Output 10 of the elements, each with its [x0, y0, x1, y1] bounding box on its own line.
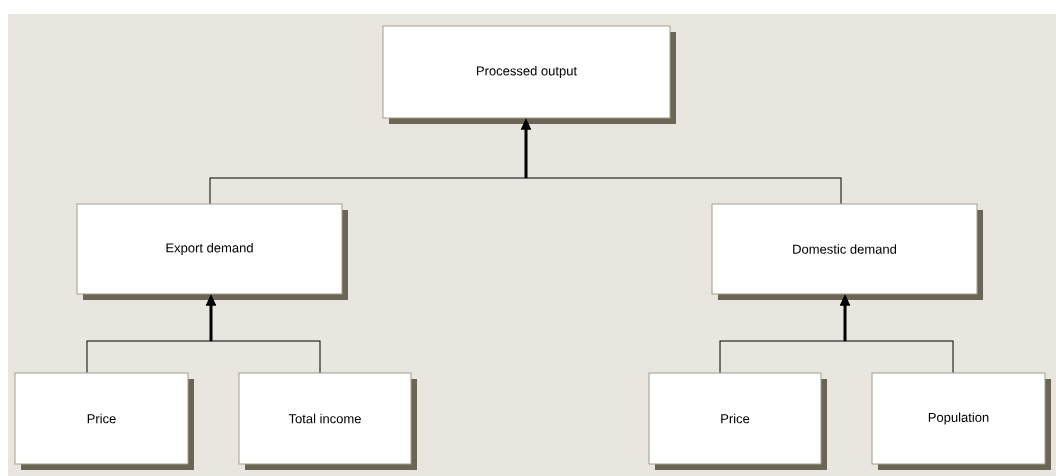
- connector-arrow: [840, 295, 954, 373]
- text-box: Price: [648, 372, 827, 470]
- connector-arrow: [521, 119, 842, 204]
- text-box: Population: [871, 372, 1051, 470]
- text-box: Price: [14, 372, 194, 470]
- text-box: Domestic demand: [711, 203, 983, 300]
- text-box: Export demand: [76, 203, 348, 300]
- text-box: Processed output: [382, 25, 676, 124]
- text-box: Total income: [238, 372, 417, 470]
- connector-arrow: [206, 295, 321, 373]
